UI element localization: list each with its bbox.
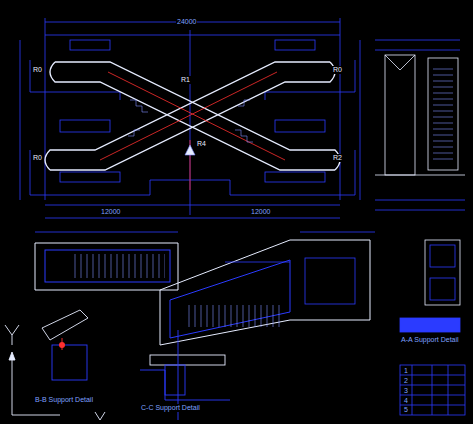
detail-title: C-C Support Detail <box>140 404 201 412</box>
landing-label: R1 <box>180 76 191 84</box>
dimension-text: 12000 <box>250 208 271 216</box>
dimension-text: 12000 <box>100 208 121 216</box>
landing-label: R4 <box>196 140 207 148</box>
detail-title: A-A Support Detail <box>400 336 460 344</box>
table-cell: 2 <box>403 377 409 385</box>
table-cell: 4 <box>403 397 409 405</box>
landing-label: R0 <box>332 66 343 74</box>
dimension-text: 24000 <box>176 18 197 26</box>
detail-title: B-B Support Detail <box>34 396 94 404</box>
landing-label: R0 <box>32 66 43 74</box>
landing-label: R2 <box>332 154 343 162</box>
table-cell: 5 <box>403 406 409 414</box>
landing-label: R0 <box>32 154 43 162</box>
table-cell: 3 <box>403 387 409 395</box>
table-cell: 1 <box>403 367 409 375</box>
